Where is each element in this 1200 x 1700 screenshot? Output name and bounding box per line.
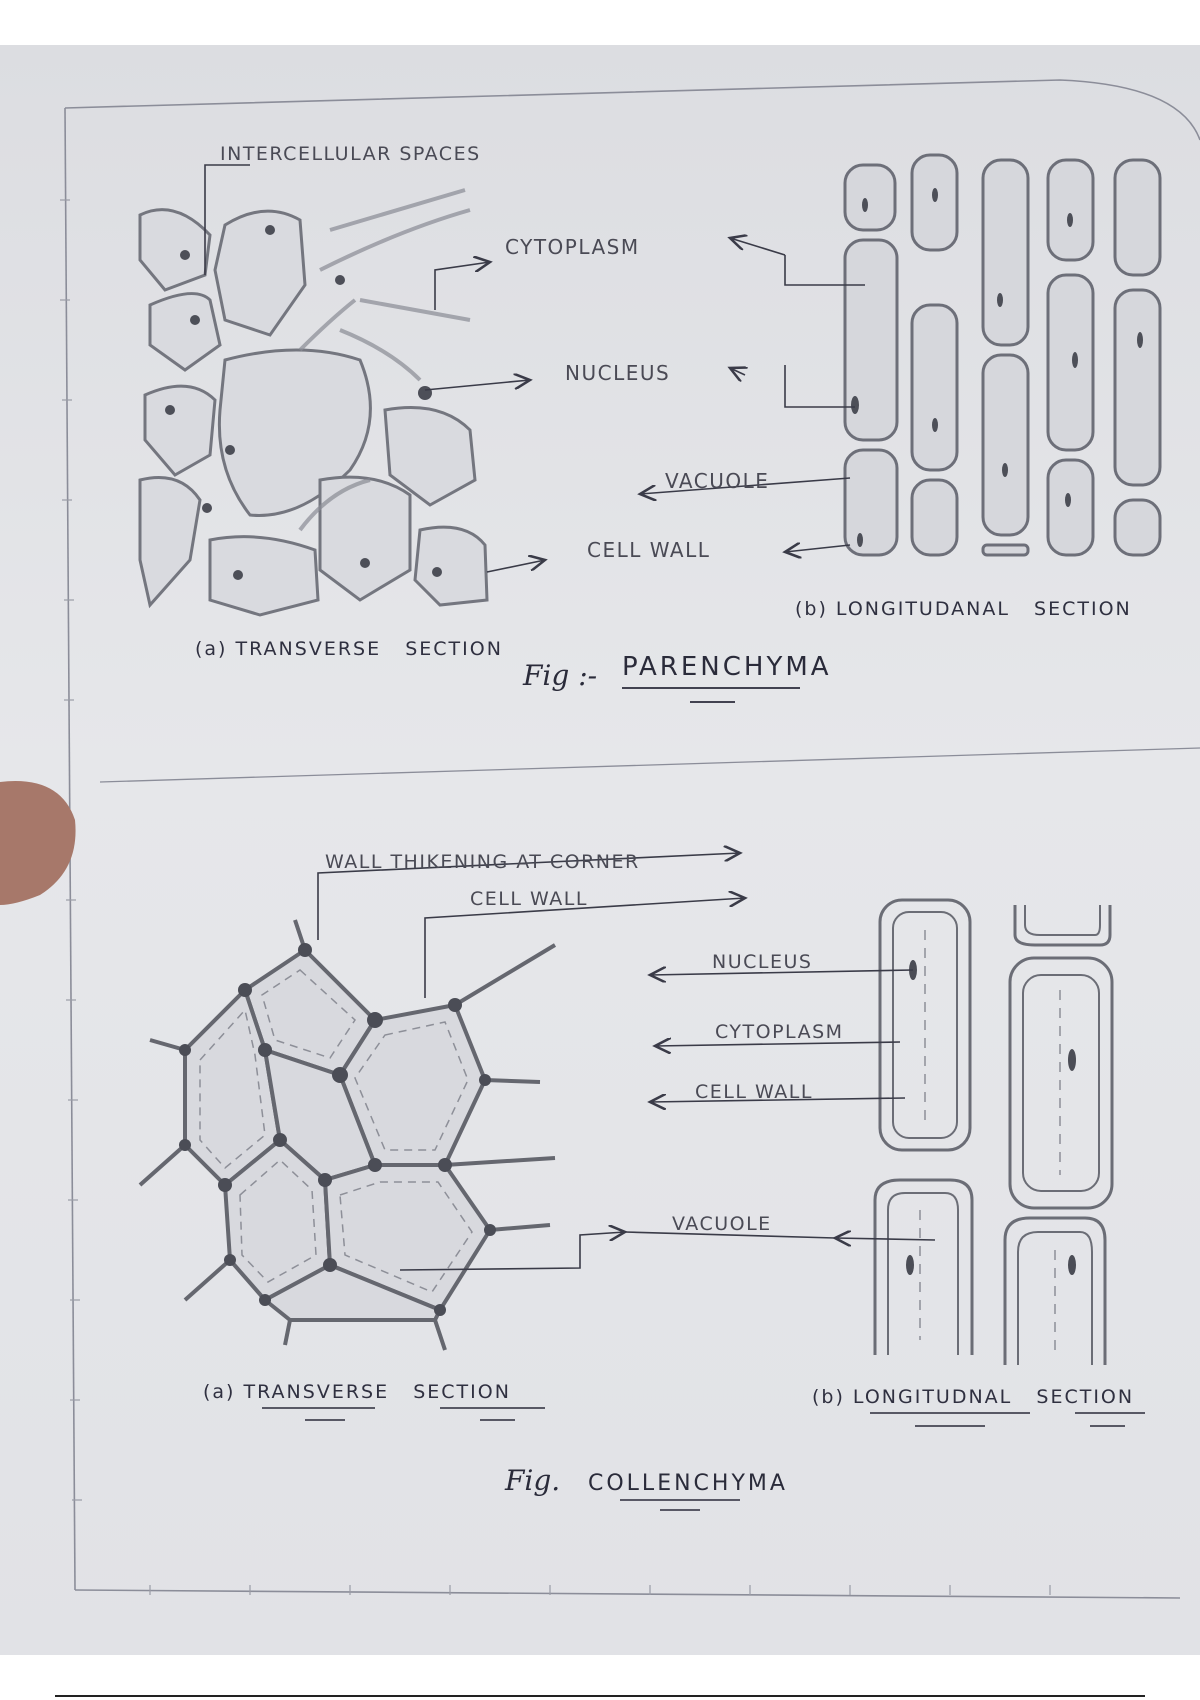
collenchyma-inner-dashes xyxy=(199,969,473,1293)
collenchyma-label-cell-wall-ls: CELL WALL xyxy=(695,1081,813,1103)
parenchyma-transverse-drawing xyxy=(138,208,489,617)
collenchyma-caption-ts: (a) TRANSVERSE SECTION xyxy=(203,1381,511,1403)
parenchyma-fig-underline xyxy=(622,687,800,703)
parenchyma-label-cell-wall: CELL WALL xyxy=(587,538,710,562)
collenchyma-label-wall-thickening: WALL THIKENING AT CORNER xyxy=(325,851,640,873)
collenchyma-fig-name: COLLENCHYMA xyxy=(588,1471,788,1496)
parenchyma-ls-nuclei xyxy=(851,188,1143,547)
collenchyma-fig-underline xyxy=(620,1499,740,1511)
parenchyma-caption-ls: (b) LONGITUDANAL SECTION xyxy=(795,598,1132,620)
collenchyma-caption-underlines xyxy=(262,1407,1145,1427)
collenchyma-longitudinal-drawing xyxy=(873,898,1114,1365)
collenchyma-label-vacuole: VACUOLE xyxy=(672,1213,772,1235)
collenchyma-label-nucleus: NUCLEUS xyxy=(712,951,812,973)
parenchyma-label-intercellular: INTERCELLULAR SPACES xyxy=(220,143,481,165)
parenchyma-label-nucleus: NUCLEUS xyxy=(565,361,670,385)
parenchyma-caption-ts: (a) TRANSVERSE SECTION xyxy=(195,638,503,660)
collenchyma-caption-ls: (b) LONGITUDNAL SECTION xyxy=(812,1386,1134,1408)
parenchyma-ts-nuclei xyxy=(165,225,442,580)
parenchyma-walls-sketch xyxy=(298,188,471,532)
parenchyma-label-vacuole: VACUOLE xyxy=(665,469,769,493)
thumb xyxy=(0,781,76,905)
parenchyma-longitudinal-drawing xyxy=(843,153,1162,557)
collenchyma-extension-walls xyxy=(138,919,557,1351)
ruler-ticks xyxy=(60,199,1051,1595)
collenchyma-corner-thickenings xyxy=(179,943,496,1316)
parenchyma-fig-prefix: Fig :- xyxy=(522,659,597,692)
collenchyma-ls-nuclei xyxy=(906,960,1076,1275)
collenchyma-label-cell-wall: CELL WALL xyxy=(470,888,588,910)
collenchyma-leader-lines xyxy=(317,853,936,1271)
parenchyma-leader-lines xyxy=(204,164,865,573)
parenchyma-label-cytoplasm: CYTOPLASM xyxy=(505,235,640,259)
collenchyma-label-cytoplasm: CYTOPLASM xyxy=(715,1021,844,1043)
bottom-rule xyxy=(55,1695,1145,1697)
collenchyma-ls-dashes xyxy=(919,930,1061,1350)
parenchyma-fig-name: PARENCHYMA xyxy=(622,652,832,682)
collenchyma-fig-prefix: Fig. xyxy=(504,1464,560,1497)
